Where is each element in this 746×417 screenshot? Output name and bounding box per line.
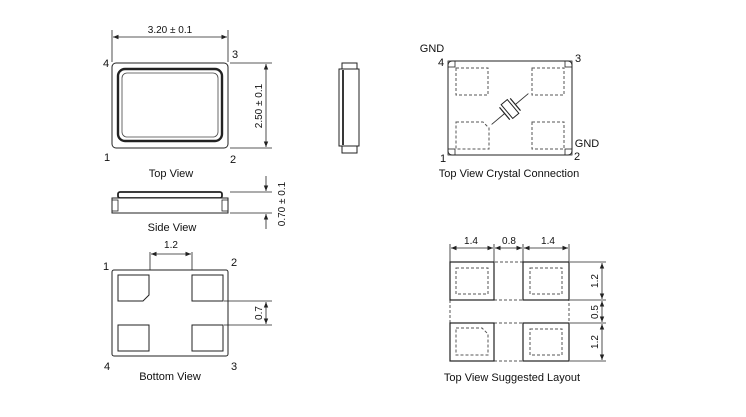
pin-1-label: 1	[103, 261, 109, 273]
side-view-terminal-left	[111, 199, 119, 212]
pad-3-dashed	[531, 67, 565, 96]
pin-4-label: 4	[103, 58, 109, 70]
package-outline-dashed	[449, 261, 570, 362]
pin-2-label: 2	[574, 151, 580, 163]
pin-4-label: 4	[438, 57, 444, 69]
pad-outline-dashed-chamfered	[455, 327, 489, 356]
corner-terminal	[447, 60, 456, 68]
corner-terminal	[564, 60, 573, 68]
pad-2-dashed	[531, 121, 565, 150]
crystal-plate-left	[499, 106, 511, 121]
layout-dim-left-label: 1.4	[464, 236, 478, 247]
pad-outline-dashed	[529, 267, 563, 295]
lid-inner-outline	[121, 72, 219, 138]
pin-2-label: 2	[230, 154, 236, 166]
pad-outline-dashed	[455, 267, 489, 295]
pin-1-label: 1	[440, 153, 446, 165]
width-dimension-label: 3.20 ± 0.1	[148, 25, 193, 36]
pin-2-label: 2	[231, 257, 237, 269]
gnd-bottom-label: GND	[575, 138, 600, 150]
suggested-layout-caption: Top View Suggested Layout	[444, 372, 580, 384]
pad-1-chamfered	[117, 274, 150, 302]
pin-3-label: 3	[231, 361, 237, 373]
height-dimension-label: 2.50 ± 0.1	[254, 83, 265, 128]
lid-outline	[116, 67, 224, 143]
crystal-connection-caption: Top View Crystal Connection	[439, 168, 579, 180]
side-view-body	[111, 197, 229, 214]
suggested-layout-view: 1.4 0.8 1.4 1.2 0.5 1.2 Top View Suggest…	[444, 236, 606, 384]
pad-3	[191, 324, 224, 352]
thickness-dimension-label: 0.70 ± 0.1	[277, 181, 288, 226]
end-view-body	[338, 68, 360, 147]
pad-2	[191, 274, 224, 302]
end-view-bottom-cap	[341, 145, 358, 154]
crystal-lead-left	[491, 113, 505, 125]
side-view-lid	[117, 191, 223, 199]
pad-4	[117, 324, 150, 352]
crystal-element	[500, 98, 520, 120]
side-view-terminal-right	[221, 199, 229, 212]
layout-dim-right-label: 1.4	[541, 236, 555, 247]
pin-3-label: 3	[575, 53, 581, 65]
gap-dimension-label: 1.2	[164, 240, 178, 251]
pin-4-label: 4	[104, 361, 110, 373]
corner-terminal	[564, 148, 573, 156]
layout-vdim-top-label: 1.2	[590, 274, 601, 288]
gnd-top-label: GND	[420, 43, 445, 55]
crystal-connection-view: GND 4 3 GND 1 2 Top View Crystal Connect…	[420, 43, 600, 180]
pad-1-dashed	[455, 121, 490, 150]
crystal-symbol	[491, 93, 529, 125]
pad-outline-dashed	[529, 328, 563, 356]
bottom-view: 1.2 0.7 1 2 4 3 Bottom View	[103, 240, 272, 383]
top-view-caption: Top View	[149, 168, 193, 180]
side-view-caption: Side View	[148, 222, 197, 234]
top-view: 3.20 ± 0.1 2.50 ± 0.1 4 3 1 2 Top View	[103, 25, 272, 180]
side-view: 0.70 ± 0.1 Side View	[111, 176, 288, 234]
pad-4-dashed	[455, 67, 489, 96]
pin-3-label: 3	[232, 49, 238, 61]
layout-dim-mid-label: 0.8	[502, 236, 516, 247]
pin-1-label: 1	[104, 152, 110, 164]
layout-vdim-bot-label: 1.2	[590, 335, 601, 349]
crystal-lead-right	[515, 93, 529, 105]
bottom-view-caption: Bottom View	[139, 371, 201, 383]
end-view	[338, 62, 360, 154]
pad-dimension-label: 0.7	[254, 306, 265, 320]
corner-terminal	[447, 148, 456, 156]
layout-vdim-mid-label: 0.5	[590, 305, 601, 319]
